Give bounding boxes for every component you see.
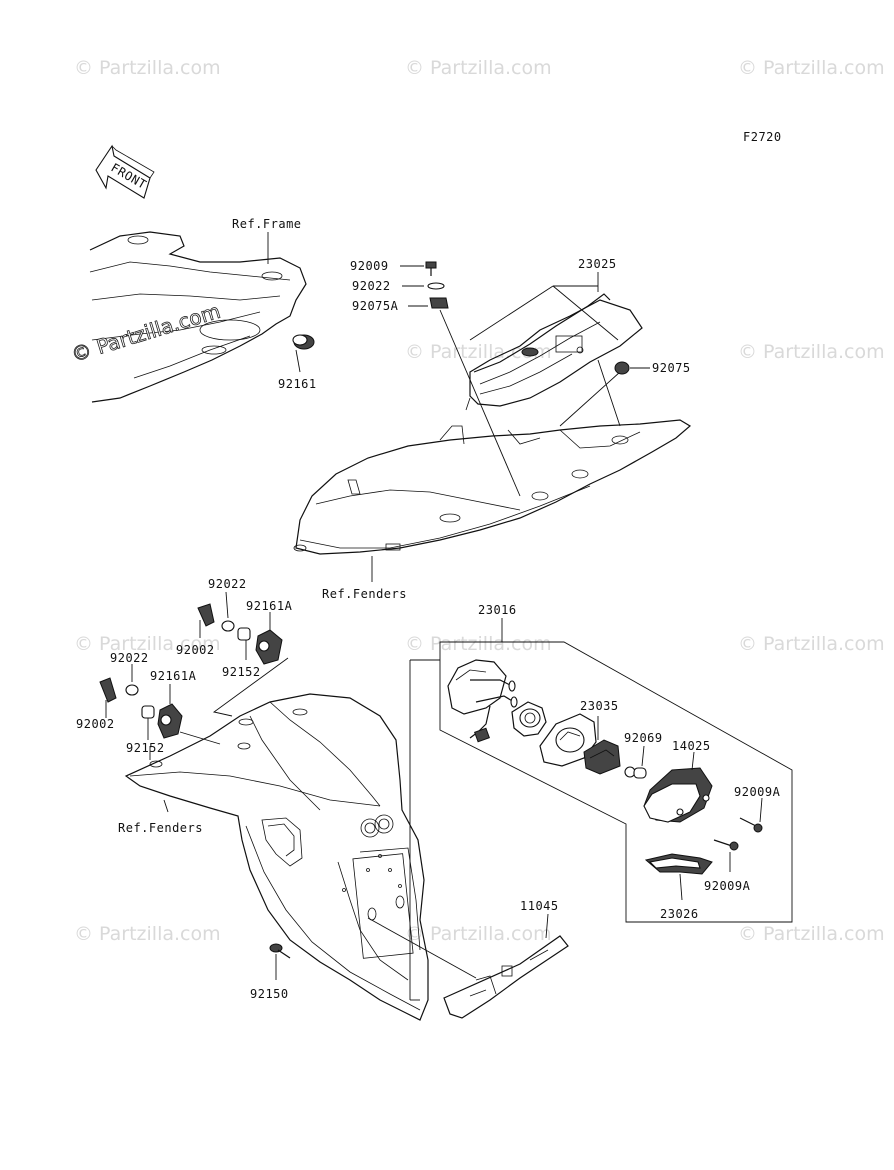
- part-92150: [269, 943, 291, 980]
- lamp-base: [447, 659, 518, 743]
- label-92022-top: 92022: [352, 279, 391, 293]
- label-92022-b: 92022: [110, 651, 149, 665]
- part-92152-b: [141, 705, 155, 740]
- front-arrow-icon: FRONT: [95, 144, 155, 199]
- watermark: © Partzilla.com: [68, 299, 223, 367]
- watermark: © Partzilla.com: [738, 341, 885, 363]
- label-92022-a: 92022: [208, 577, 247, 591]
- diagram-code: F2720: [743, 130, 782, 144]
- label-23016: 23016: [478, 603, 517, 617]
- lamp-socket: [511, 701, 547, 737]
- label-11045: 11045: [520, 899, 559, 913]
- watermark: © Partzilla.com: [405, 57, 552, 79]
- label-ref-fenders-top: Ref.Fenders: [322, 587, 407, 601]
- frame-assembly: © Partzilla.com: [68, 231, 307, 403]
- part-92161A-b: [157, 684, 183, 739]
- part-23026: [644, 853, 713, 901]
- label-23026: 23026: [660, 907, 699, 921]
- label-92009A-a: 92009A: [734, 785, 781, 799]
- watermark: © Partzilla.com: [74, 633, 221, 655]
- lower-fender: [124, 693, 429, 1021]
- leader-line: [212, 657, 289, 717]
- part-92009A-b: [713, 839, 739, 872]
- leader-line: [179, 731, 221, 745]
- watermark: © Partzilla.com: [738, 57, 885, 79]
- label-92075: 92075: [652, 361, 691, 375]
- part-92075A: [408, 297, 521, 497]
- part-92022-top: [402, 282, 445, 290]
- part-92009: [400, 261, 437, 276]
- part-92152-a: [237, 627, 251, 660]
- part-92002-b: [99, 677, 117, 718]
- watermark: © Partzilla.com: [74, 57, 221, 79]
- label-92161A-a: 92161A: [246, 599, 293, 613]
- watermark: © Partzilla.com: [74, 923, 221, 945]
- label-92150: 92150: [250, 987, 289, 1001]
- upper-fender: [293, 419, 692, 582]
- label-23035: 23035: [580, 699, 619, 713]
- watermark: © Partzilla.com: [738, 633, 885, 655]
- part-92069: [624, 745, 647, 779]
- label-92002-a: 92002: [176, 643, 215, 657]
- watermark: © Partzilla.com: [405, 923, 552, 945]
- label-92152-a: 92152: [222, 665, 261, 679]
- part-11045: [367, 913, 569, 1019]
- part-23025: [465, 272, 643, 427]
- label-92002-b: 92002: [76, 717, 115, 731]
- label-ref-fenders-bottom: Ref.Fenders: [118, 821, 203, 835]
- label-92009A-b: 92009A: [704, 879, 751, 893]
- part-92009A-a: [739, 797, 763, 833]
- label-92161A-b: 92161A: [150, 669, 197, 683]
- watermark: © Partzilla.com: [405, 633, 552, 655]
- label-ref-frame: Ref.Frame: [232, 217, 302, 231]
- part-92161: [292, 334, 315, 373]
- part-92075: [614, 361, 650, 375]
- label-92075A: 92075A: [352, 299, 399, 313]
- watermark: © Partzilla.com: [405, 341, 552, 363]
- label-92069: 92069: [624, 731, 663, 745]
- label-14025: 14025: [672, 739, 711, 753]
- label-23025: 23025: [578, 257, 617, 271]
- label-92009: 92009: [350, 259, 389, 273]
- label-92161: 92161: [278, 377, 317, 391]
- part-92022-a: [221, 591, 235, 632]
- part-92022-b: [125, 664, 139, 696]
- part-92002-a: [197, 603, 215, 638]
- label-92152-b: 92152: [126, 741, 165, 755]
- assembly-box-23016: [409, 618, 793, 1001]
- lens-holder: [539, 713, 597, 767]
- watermark: © Partzilla.com: [738, 923, 885, 945]
- part-14025: [643, 751, 713, 823]
- watermarks: © Partzilla.com © Partzilla.com © Partzi…: [74, 57, 885, 945]
- part-23035: [583, 716, 621, 775]
- part-92161A-a: [255, 612, 283, 665]
